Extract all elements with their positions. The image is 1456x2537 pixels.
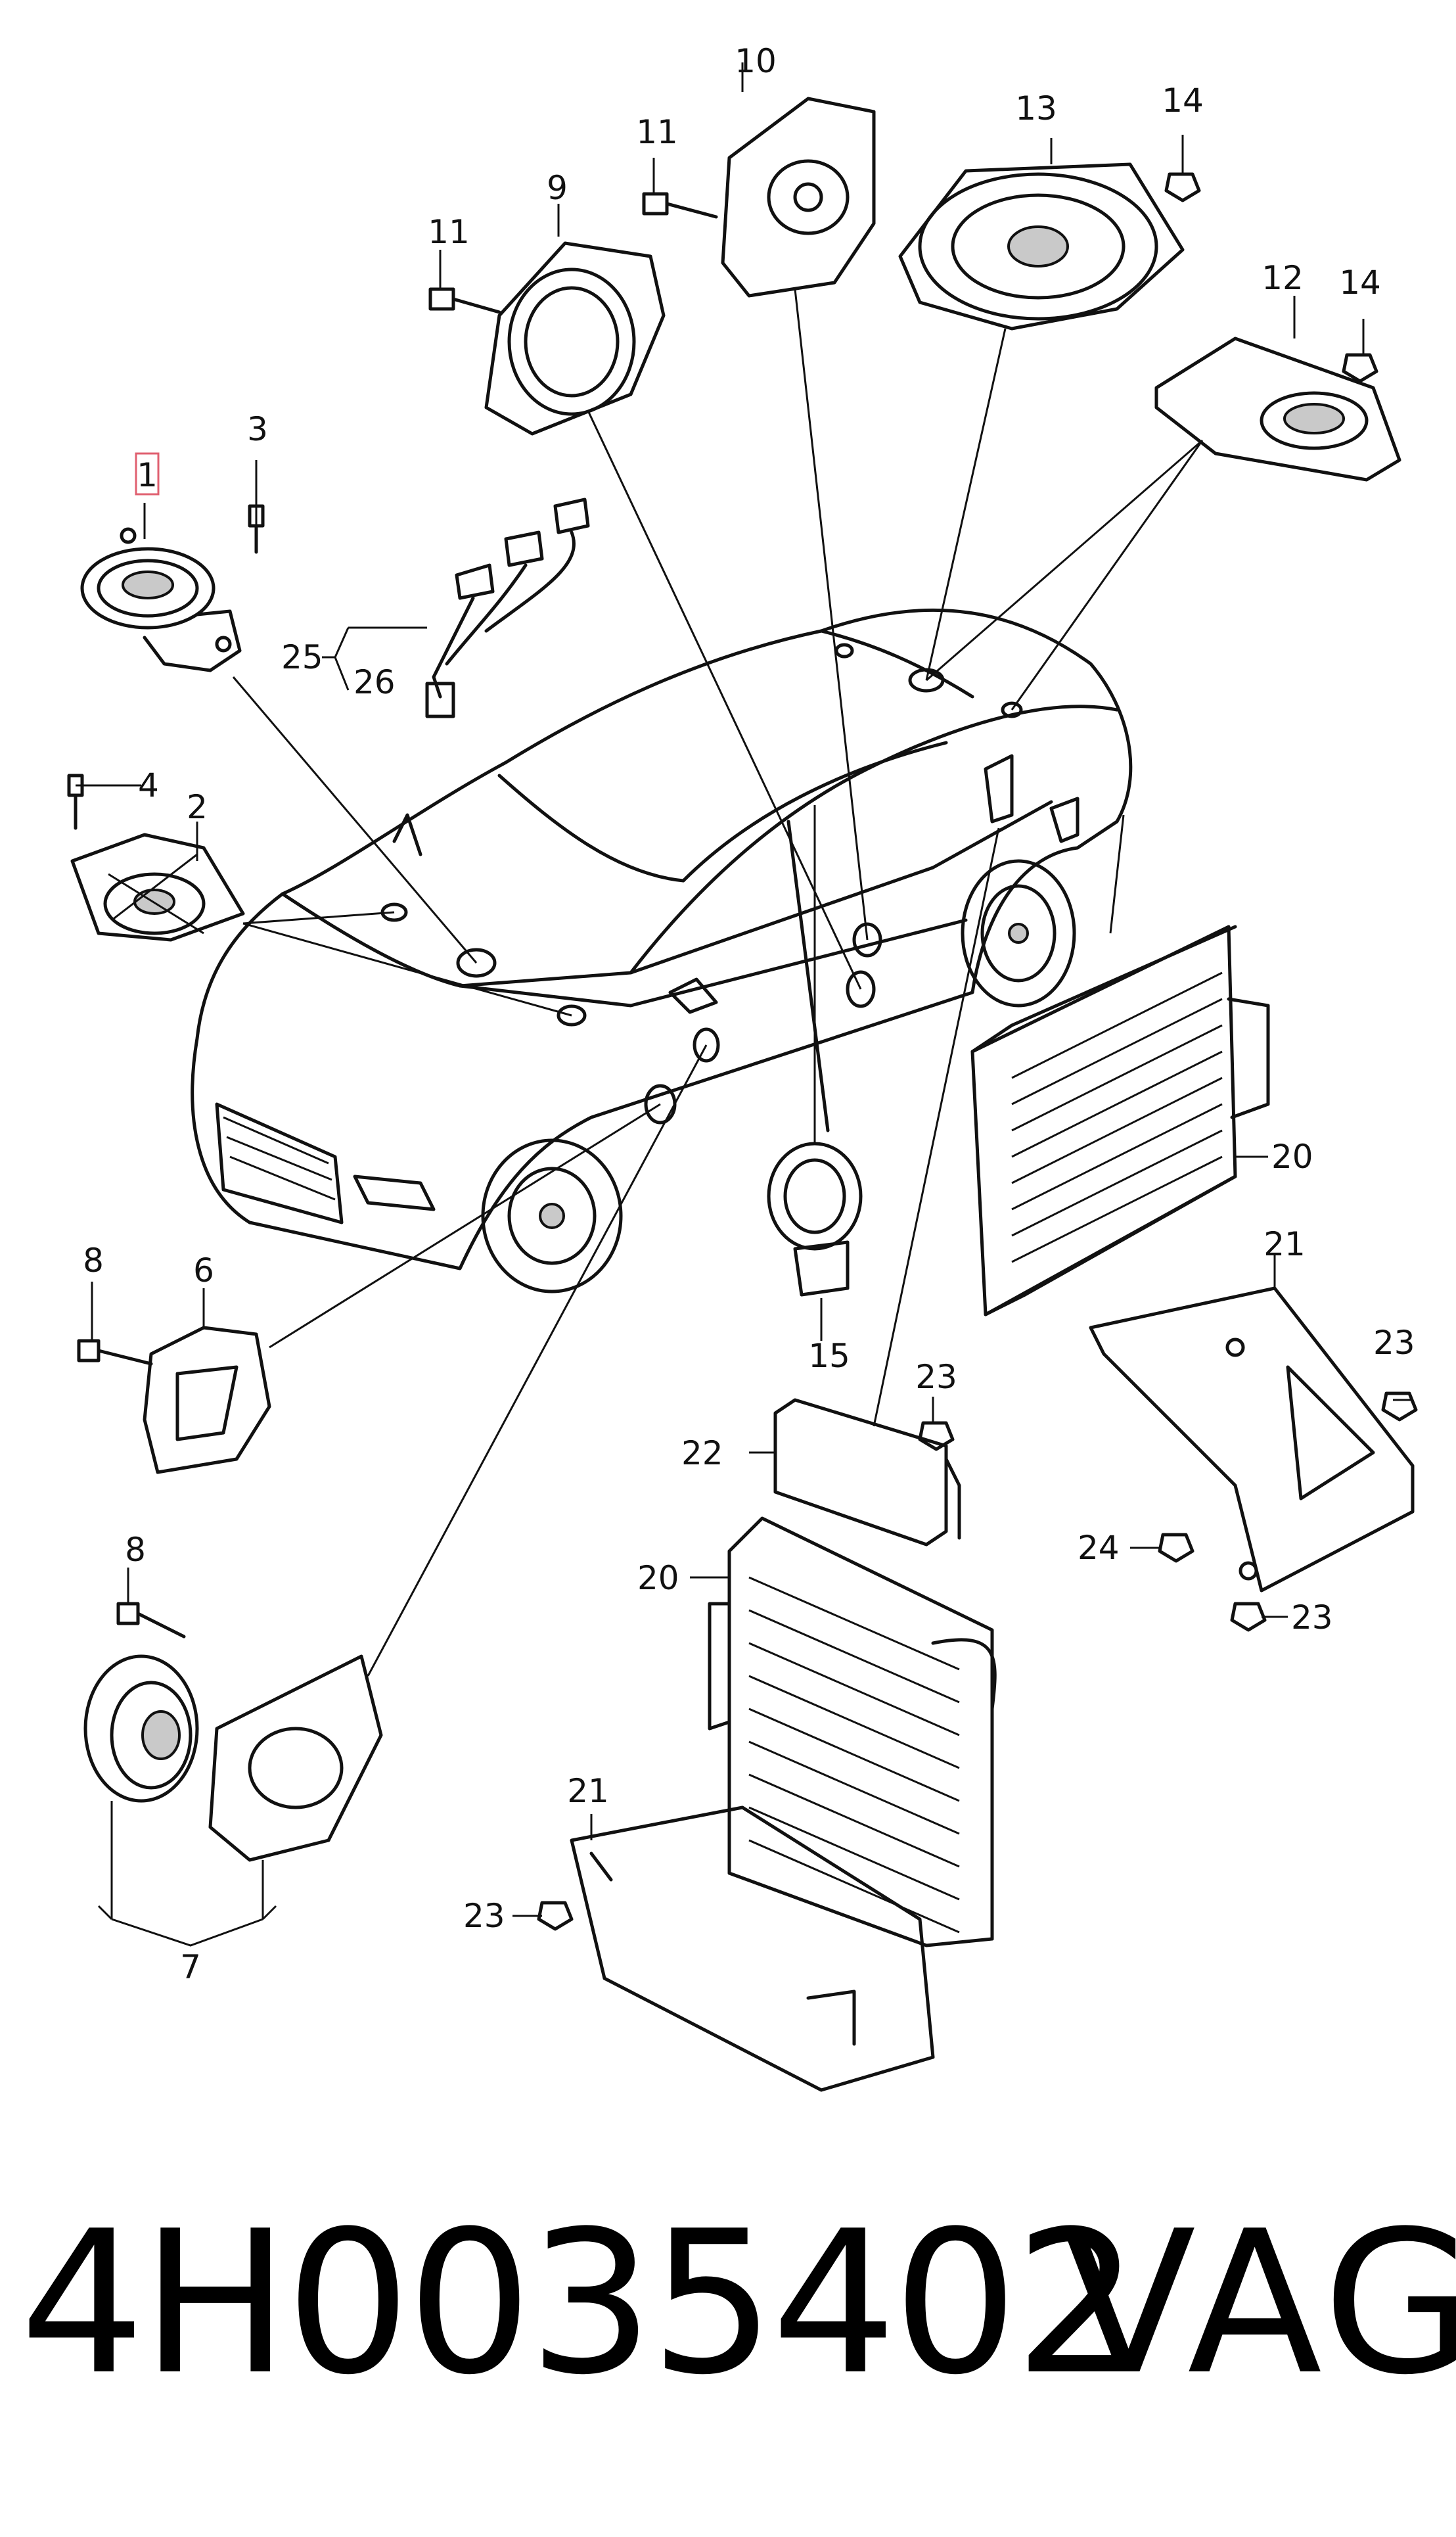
callout-24: 24 [1078, 1529, 1120, 1567]
callout-20-upper: 20 [1271, 1138, 1313, 1176]
part-21-bracket-a [1089, 1286, 1415, 1593]
part-11-screw-b [642, 192, 718, 219]
callout-1-highlight [135, 452, 160, 496]
callout-20-lower: 20 [637, 1559, 679, 1597]
part-20-amplifier-b [708, 1516, 997, 1947]
part-21-bracket-b [570, 1805, 935, 2092]
leader-lines [76, 62, 1413, 1947]
callout-11-left: 11 [428, 213, 470, 251]
callout-13: 13 [1015, 89, 1057, 128]
callout-23-bottom-right: 23 [1291, 1598, 1333, 1637]
callout-12: 12 [1262, 259, 1304, 297]
part-23-nut-c [1230, 1602, 1267, 1632]
part-9-speaker-housing [484, 241, 666, 436]
part-24-nut [1158, 1533, 1194, 1563]
callout-21-upper: 21 [1263, 1225, 1306, 1263]
part-1-speaker [80, 527, 242, 672]
callout-1: 1 [137, 456, 158, 494]
part-number: 4H0035402 [20, 2189, 1140, 2418]
part-14-nut-b [1342, 353, 1378, 383]
part-15-tweeter [767, 1142, 863, 1297]
brand-label: VAG [1061, 2189, 1456, 2418]
part-10-bracket [721, 97, 876, 298]
part-8-screw-b [116, 1602, 186, 1639]
callout-7: 7 [180, 1948, 201, 1986]
callout-8-lower: 8 [125, 1531, 146, 1569]
part-23-nut-d [537, 1901, 574, 1931]
callout-labels: 1 2 3 4 6 7 8 8 9 10 11 11 12 13 14 14 1… [83, 42, 1415, 1986]
callout-23-top: 23 [915, 1358, 957, 1396]
callout-23-lower-left: 23 [463, 1897, 505, 1935]
callout-25: 25 [281, 638, 323, 676]
callout-23-right: 23 [1373, 1324, 1415, 1362]
car-illustration [191, 608, 1133, 1293]
callout-11-right: 11 [636, 113, 678, 151]
part-23-nut-b [1381, 1391, 1418, 1422]
callout-14-lower: 14 [1339, 264, 1381, 302]
part-7-woofer [83, 1654, 383, 1862]
callout-8-upper: 8 [83, 1242, 104, 1280]
callout-26: 26 [353, 663, 396, 701]
callout-3: 3 [247, 410, 268, 448]
part-23-nut-a [918, 1421, 955, 1451]
part-25-26-harness [322, 498, 590, 718]
callout-6: 6 [193, 1251, 214, 1290]
callout-10: 10 [735, 42, 777, 80]
part-6-speaker-housing [143, 1326, 271, 1474]
callout-15: 15 [808, 1337, 850, 1375]
part-13-subwoofer [898, 162, 1185, 331]
callout-4: 4 [138, 766, 159, 804]
part-12-speaker-plate [1154, 337, 1401, 482]
part-8-screw-a [77, 1339, 153, 1366]
part-22-control-unit [773, 1398, 961, 1547]
part-2-speaker-bracket [70, 833, 245, 942]
callout-22: 22 [681, 1434, 723, 1472]
callout-2: 2 [187, 788, 208, 826]
part-4-screw [67, 774, 84, 830]
part-20-amplifier-a [970, 925, 1270, 1316]
callout-9: 9 [547, 169, 568, 207]
callout-14-upper: 14 [1162, 81, 1204, 120]
part-14-nut-a [1164, 172, 1201, 202]
callout-21-lower: 21 [567, 1772, 609, 1810]
part-11-screw-a [428, 287, 501, 314]
